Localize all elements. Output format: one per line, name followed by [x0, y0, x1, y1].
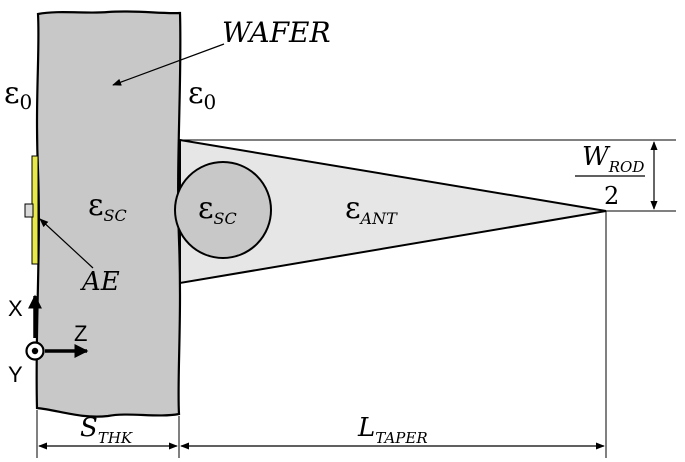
eps-left-label: ε0 — [4, 76, 32, 114]
l-taper-label: LTAPER — [357, 413, 428, 447]
wafer-leader-arrow — [112, 43, 225, 86]
rod-sphere — [174, 161, 272, 259]
z-axis-label: Z — [74, 321, 87, 346]
electrode-tab — [24, 203, 34, 218]
w-rod-label: WROD — [582, 142, 644, 176]
w-rod-denominator: 2 — [604, 182, 619, 210]
eps-antenna-label: εANT — [345, 191, 398, 228]
eps-right-label: ε0 — [188, 76, 216, 114]
ae-leader-arrow — [39, 218, 94, 269]
eps-sphere-label: εSC — [198, 191, 237, 228]
wafer-label: WAFER — [222, 16, 331, 49]
s-thk-label: STHK — [80, 413, 133, 447]
y-axis-dot — [31, 347, 39, 355]
x-axis-label: X — [8, 296, 23, 321]
y-axis-label: Y — [8, 362, 23, 387]
wafer-slab — [35, 10, 182, 418]
ae-label: AE — [80, 267, 120, 297]
eps-wafer-label: εSC — [88, 188, 127, 225]
